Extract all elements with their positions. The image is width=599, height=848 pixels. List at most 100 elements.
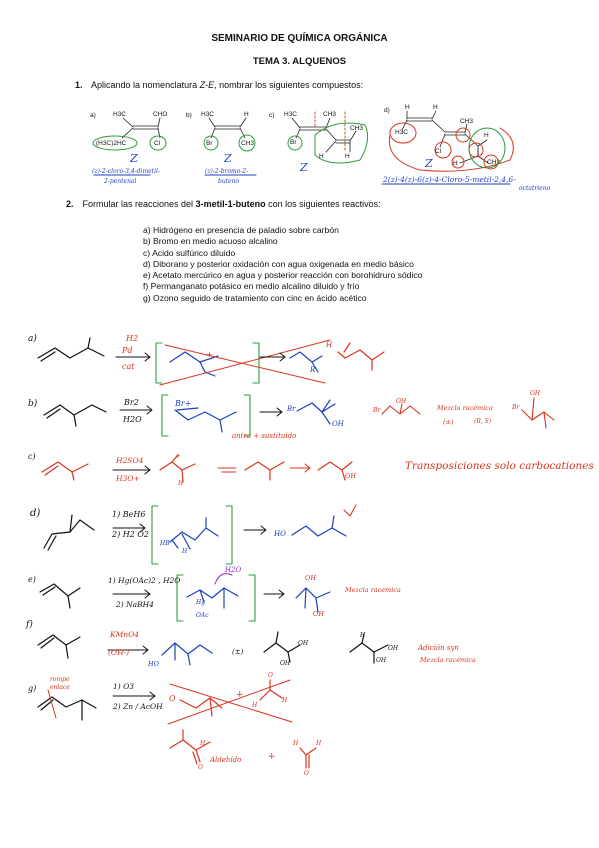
q2-e-oac-label: OAc: [196, 612, 209, 619]
q1-b-group-1: H3C: [201, 111, 215, 118]
q1-c-config: Z: [300, 161, 308, 174]
q2-b-label: b): [28, 399, 38, 409]
q2-a-product-blue: [289, 351, 323, 373]
q2-f-note-2: Mezcla racémica: [420, 656, 476, 664]
q1-c-group-5: H: [319, 153, 324, 160]
q2-a-brackets: [155, 342, 260, 384]
q1-d-answer-1: 2(z)-4(z)-6(z)-4-Cloro-5-metil-2,4,6-: [383, 175, 516, 184]
q1-underlines: [93, 174, 511, 185]
q2-b-br-3: Br: [512, 404, 520, 411]
q2-a-reactant: [37, 337, 105, 362]
q2-d-intermediate: [169, 517, 219, 550]
q2-g-h3: H: [200, 740, 206, 747]
q2-f-product: [161, 642, 213, 666]
q2-e-label: e): [28, 575, 36, 584]
q2-g-label: g): [28, 684, 37, 693]
q2-b-br-2: Br: [373, 407, 381, 414]
q2-a-arrow: [115, 352, 151, 362]
q2-c-plus: +: [175, 452, 181, 460]
question-2: 2. Formular las reacciones del 3-metil-1…: [66, 199, 381, 209]
q1-b-group-2: H: [244, 111, 249, 118]
q1-d-answer-2: octatrieno: [519, 185, 551, 192]
q2-g-o2-label: O: [268, 672, 273, 679]
question-2-item-d: d) Diborano y posterior oxidación con ag…: [143, 258, 414, 269]
question-2-item-e: e) Acetato mercúrico en agua y posterior…: [143, 270, 423, 281]
q1-d-group-2: H: [433, 104, 438, 111]
q1-d-group-7: H: [453, 160, 458, 167]
q2-a-reagent-1: H2: [126, 334, 139, 343]
q2-c-note: Transposiciones solo carbocationes: [405, 460, 594, 472]
q2-b-red-1: [381, 403, 421, 415]
q2-d-reactant: [43, 514, 95, 551]
q2-c-reactant: [41, 461, 89, 481]
q2-e-arrow-2: [263, 589, 285, 599]
q2-c-arrow: [112, 465, 151, 475]
q1-part-d-letter: d): [384, 107, 390, 114]
q2-e-product: [295, 587, 331, 613]
q1-b-config: Z: [224, 152, 232, 165]
q1-d-group-1: H: [405, 104, 410, 111]
q2-g-plus-2: +: [268, 752, 276, 762]
q1-b-answer-2: buteno: [218, 178, 240, 185]
q1-c-group-4: CH3: [350, 125, 364, 132]
q2-d-hb-label: HB: [160, 540, 170, 547]
q1-c-group-2: CH3: [323, 111, 337, 118]
q2-b-note: antra + sustituido: [232, 432, 297, 440]
q2-f-reactant: [37, 634, 81, 659]
q2-a-product-red: [337, 342, 385, 371]
q2-c-inter-1: [159, 454, 196, 483]
q2-c-arrow-2: [289, 463, 311, 473]
q2-b-br-label: Br: [287, 405, 296, 413]
q1-d-group-3: CH3: [460, 118, 474, 125]
q1-d-group-8: CH3: [487, 159, 501, 166]
q2-f-reagent-2: (OH-): [108, 648, 130, 657]
q2-f-stereo-2: [349, 633, 389, 664]
q2-d-arrow-2: [243, 525, 267, 535]
q1-b-circle-2: [238, 134, 256, 152]
q1-b-group-3: Br: [206, 140, 213, 147]
q2-g-o4: O: [304, 770, 309, 777]
question-2-list: a) Hidrógeno en presencia de paladio sob…: [143, 225, 422, 304]
question-1-text-em: Z-E: [199, 80, 215, 90]
q1-c-group-3: Br: [290, 139, 297, 146]
q2-g-product-top: [179, 679, 283, 717]
q2-g-h2-label: H: [282, 697, 288, 704]
q2-b-pm: (±): [443, 418, 454, 426]
q2-e-arrow: [112, 589, 151, 599]
q2-b-reagent-2: H2O: [123, 415, 142, 424]
q2-a-label: a): [28, 334, 37, 344]
q2-b-brackets: [161, 394, 251, 437]
q2-g-reagent-2: 2) Zn / AcOH: [113, 702, 163, 711]
q1-a-circle-1: [92, 135, 138, 151]
question-1-text-after: , nombrar los siguientes compuestos:: [214, 80, 364, 90]
q2-f-pm: (±): [232, 648, 244, 656]
q2-e-oh-label: OH: [305, 574, 316, 582]
q2-b-oh-2: OH: [396, 398, 407, 405]
q2-a-plus: +: [206, 350, 213, 359]
q2-g-o3: O: [198, 764, 203, 771]
question-2-item-g: g) Ozono seguido de tratamiento con cinc…: [143, 292, 367, 303]
q2-f-oh-1: OH: [298, 640, 309, 647]
q2-f-oh-3: OH: [388, 645, 399, 652]
q1-a-circle-2: [149, 135, 167, 151]
q2-b-arrow-2: [259, 407, 283, 417]
q2-a-arrow-2: [259, 352, 286, 362]
q2-a-intermediate: [169, 351, 219, 377]
q2-d-label: d): [30, 508, 41, 519]
q2-a-h-label: H: [326, 341, 333, 349]
q2-c-label: c): [28, 452, 36, 461]
q2-g-h5: H: [316, 740, 322, 747]
q2-g-arrow: [112, 691, 156, 701]
q2-g-formaldehyde: [299, 747, 317, 769]
q2-c-equilibrium: [217, 467, 237, 473]
q2-g-h4: H: [293, 740, 299, 747]
q2-g-aldehyde: [169, 729, 211, 765]
q1-a-group-2: CHO: [153, 111, 168, 118]
q2-c-reagent-1: H2SO4: [116, 456, 144, 465]
q2-e-intermediate: [186, 587, 239, 609]
q1-d-group-4: H3C: [395, 129, 409, 136]
q1-b-structure: [208, 117, 247, 139]
q1-c-group-1: H3C: [284, 111, 298, 118]
q1-part-a-letter: a): [90, 112, 96, 119]
